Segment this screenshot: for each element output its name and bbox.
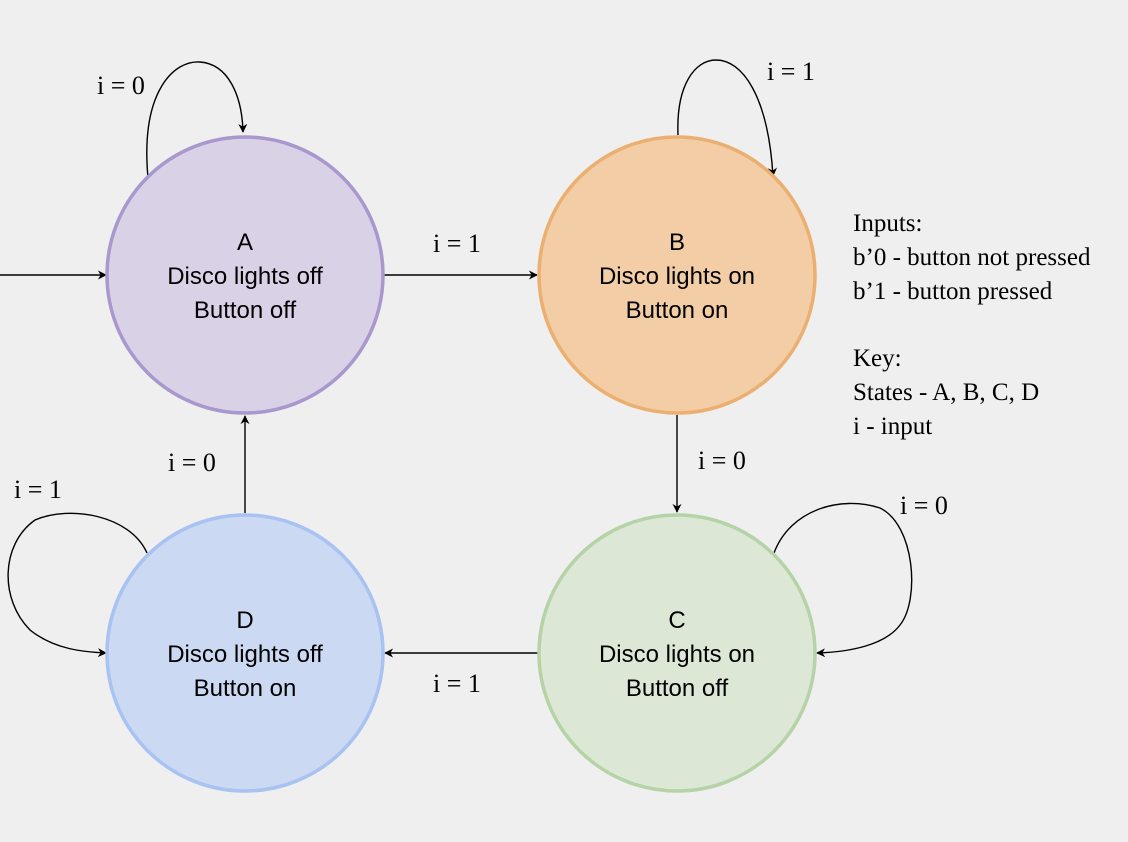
state-d-button: Button on (194, 675, 297, 702)
legend-input-item: b’1 - button pressed (853, 278, 1053, 305)
state-b-button: Button on (626, 297, 729, 324)
state-c: C Disco lights on Button off (537, 513, 817, 793)
state-d-circle (105, 513, 385, 793)
legend-inputs-title: Inputs: (853, 210, 922, 237)
legend: Inputs: b’0 - button not pressed b’1 - b… (853, 210, 1091, 440)
label-b-self: i = 1 (767, 57, 815, 86)
label-b-to-c: i = 0 (698, 446, 746, 475)
state-c-button: Button off (626, 675, 729, 702)
state-c-lights: Disco lights on (599, 641, 755, 668)
label-c-to-d: i = 1 (433, 669, 481, 698)
edge-b-self (677, 59, 777, 177)
edge-c-self (773, 502, 913, 658)
state-c-id: C (668, 607, 685, 634)
state-b-id: B (669, 229, 685, 256)
state-d-id: D (236, 607, 253, 634)
state-a-button: Button off (194, 297, 297, 324)
label-a-to-b: i = 1 (433, 229, 481, 258)
state-a-circle (105, 135, 385, 415)
label-c-self: i = 0 (900, 491, 948, 520)
state-a: A Disco lights off Button off (105, 135, 385, 415)
label-d-to-a: i = 0 (168, 448, 216, 477)
label-d-self: i = 1 (14, 475, 62, 504)
state-b: B Disco lights on Button on (537, 135, 817, 415)
state-d-lights: Disco lights off (167, 641, 323, 668)
state-c-circle (537, 513, 817, 793)
state-b-lights: Disco lights on (599, 263, 755, 290)
state-d: D Disco lights off Button on (105, 513, 385, 793)
edge-d-self (7, 512, 148, 658)
state-a-id: A (237, 229, 253, 256)
legend-key-item: i - input (853, 413, 932, 440)
legend-key-item: States - A, B, C, D (853, 379, 1039, 406)
legend-key-title: Key: (853, 345, 902, 372)
edge-a-self (146, 61, 248, 179)
state-b-circle (537, 135, 817, 415)
state-a-lights: Disco lights off (167, 263, 323, 290)
label-a-self: i = 0 (97, 71, 145, 100)
legend-input-item: b’0 - button not pressed (853, 244, 1091, 271)
